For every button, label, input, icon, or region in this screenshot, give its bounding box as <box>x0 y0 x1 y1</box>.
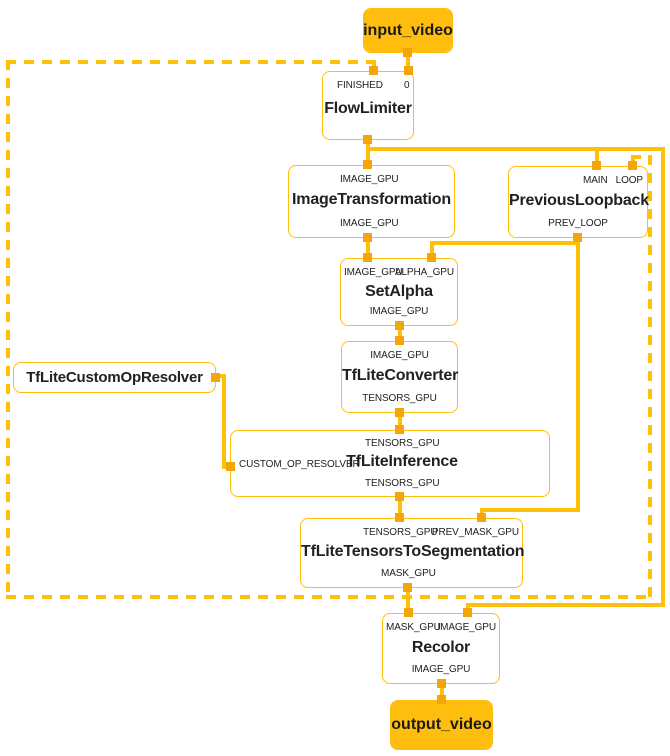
port-tfliteconverter-in <box>395 336 404 345</box>
backedge-top-to-finished <box>6 60 372 64</box>
edge-trunk-to-previousloopback-main <box>595 147 599 162</box>
port-flowlimiter-finished <box>369 66 378 75</box>
port-label-previousloopback-loop: LOOP <box>615 175 643 186</box>
node-title-tflitecustomopresolver: TfLiteCustomOpResolver <box>26 369 203 386</box>
node-title-tflitetensorstosegmentation: TfLiteTensorsToSegmentation <box>301 543 525 560</box>
terminal-input-video[interactable]: input_video <box>363 8 453 53</box>
port-label-previousloopback-prevloop: PREV_LOOP <box>548 218 608 229</box>
edge-resolver-down <box>222 374 226 469</box>
port-segmentation-mask <box>403 583 412 592</box>
node-title-setalpha: SetAlpha <box>365 283 433 300</box>
port-tfliteconverter-out <box>395 408 404 417</box>
port-recolor-image <box>463 608 472 617</box>
port-label-tfliteinference-resolver: CUSTOM_OP_RESOLVER <box>239 459 360 470</box>
port-label-setalpha-alpha: ALPHA_GPU <box>394 267 454 278</box>
port-label-recolor-out: IMAGE_GPU <box>411 664 471 675</box>
backedge-left-vertical <box>6 60 10 599</box>
port-tfliteinference-resolver <box>226 462 235 471</box>
node-tflitecustomopresolver[interactable]: TfLiteCustomOpResolver <box>13 362 216 393</box>
node-imagetransformation[interactable]: IMAGE_GPU ImageTransformation IMAGE_GPU <box>288 165 455 238</box>
port-label-tfliteconverter-in: IMAGE_GPU <box>370 350 429 361</box>
node-title-recolor: Recolor <box>411 639 471 656</box>
node-recolor[interactable]: MASK_GPU IMAGE_GPU Recolor IMAGE_GPU <box>382 613 500 684</box>
port-label-segmentation-prevmask: PREV_MASK_GPU <box>431 527 519 538</box>
edge-inputvideo-to-flowlimiter <box>406 49 410 68</box>
node-title-previousloopback: PreviousLoopback <box>509 192 649 209</box>
port-flowlimiter-0 <box>404 66 413 75</box>
node-title-tfliteconverter: TfLiteConverter <box>342 367 459 384</box>
port-label-segmentation-tensors: TENSORS_GPU <box>363 527 438 538</box>
node-previousloopback[interactable]: MAIN LOOP PreviousLoopback PREV_LOOP <box>508 166 649 238</box>
backedge-bottom-horizontal <box>6 595 652 599</box>
port-flowlimiter-out <box>363 135 372 144</box>
edge-prevloop-out-down <box>576 236 580 512</box>
port-label-tfliteconverter-out: TENSORS_GPU <box>362 393 437 404</box>
port-recolor-out <box>437 679 446 688</box>
port-imagetransformation-out <box>363 233 372 242</box>
port-label-previousloopback-main: MAIN <box>583 175 608 186</box>
port-label-tfliteinference-out: TENSORS_GPU <box>365 478 440 489</box>
edge-drop-to-recolor-image <box>466 603 470 611</box>
port-inputvideo-out <box>403 48 412 57</box>
port-setalpha-image <box>363 253 372 262</box>
port-imagetransformation-in <box>363 160 372 169</box>
port-label-imagetransformation-in: IMAGE_GPU <box>340 174 399 185</box>
port-label-imagetransformation-out: IMAGE_GPU <box>340 218 399 229</box>
port-label-tfliteinference-in: TENSORS_GPU <box>365 438 440 449</box>
node-title-imagetransformation: ImageTransformation <box>292 191 451 208</box>
port-label-setalpha-out: IMAGE_GPU <box>369 306 429 317</box>
port-label-segmentation-mask: MASK_GPU <box>381 568 436 579</box>
edge-drop-to-prevmask <box>480 508 484 515</box>
edge-recolor-to-outputvideo <box>440 682 444 698</box>
edge-prevloop-to-setalpha-alpha <box>430 241 580 245</box>
node-title-flowlimiter: FlowLimiter <box>324 100 412 117</box>
port-outputvideo-in <box>437 695 446 704</box>
port-resolver-out <box>211 373 220 382</box>
backedge-top-right-corner <box>631 155 652 159</box>
port-label-flowlimiter-0: 0 <box>404 80 410 91</box>
node-setalpha[interactable]: IMAGE_GPU ALPHA_GPU SetAlpha IMAGE_GPU <box>340 258 458 326</box>
port-label-recolor-mask: MASK_GPU <box>386 622 441 633</box>
node-tfliteconverter[interactable]: IMAGE_GPU TfLiteConverter TENSORS_GPU <box>341 341 458 413</box>
port-tfliteinference-in <box>395 425 404 434</box>
edge-setalpha-to-converter <box>398 324 402 339</box>
edge-converter-to-inference <box>398 411 402 428</box>
port-recolor-mask <box>404 608 413 617</box>
node-flowlimiter[interactable]: FINISHED 0 FlowLimiter <box>322 71 414 140</box>
edge-flowlimiter-trunk-right <box>366 147 665 151</box>
port-tfliteinference-out <box>395 492 404 501</box>
port-previousloopback-main <box>592 161 601 170</box>
edge-trunk-right-down <box>661 147 665 607</box>
backedge-drop-to-loop <box>631 155 635 163</box>
edge-inference-to-segmentation <box>398 495 402 515</box>
node-tfliteinference[interactable]: TENSORS_GPU CUSTOM_OP_RESOLVER TfLiteInf… <box>230 430 550 497</box>
port-segmentation-tensors <box>395 513 404 522</box>
port-setalpha-alpha <box>427 253 436 262</box>
port-label-setalpha-image: IMAGE_GPU <box>344 267 403 278</box>
port-label-recolor-image: IMAGE_GPU <box>437 622 496 633</box>
port-previousloopback-prevloop <box>573 233 582 242</box>
edge-prevloop-to-prevmask <box>480 508 580 512</box>
port-setalpha-out <box>395 321 404 330</box>
backedge-right-vertical <box>648 155 652 599</box>
node-title-tfliteinference: TfLiteInference <box>346 453 458 470</box>
edge-trunk-to-recolor-image <box>466 603 665 607</box>
backedge-drop-to-finished <box>372 60 376 68</box>
edge-resolver-out <box>216 374 226 378</box>
edge-drop-to-setalpha-alpha <box>430 241 434 255</box>
port-label-flowlimiter-finished: FINISHED <box>337 80 383 91</box>
node-tflitetensorstosegmentation[interactable]: TENSORS_GPU PREV_MASK_GPU TfLiteTensorsT… <box>300 518 525 588</box>
port-previousloopback-loop <box>628 161 637 170</box>
terminal-output-video[interactable]: output_video <box>390 700 493 750</box>
terminal-input-video-label: input_video <box>363 21 453 39</box>
edge-imagetransformation-to-setalpha <box>366 236 370 256</box>
terminal-output-video-label: output_video <box>391 716 492 733</box>
port-segmentation-prevmask <box>477 513 486 522</box>
